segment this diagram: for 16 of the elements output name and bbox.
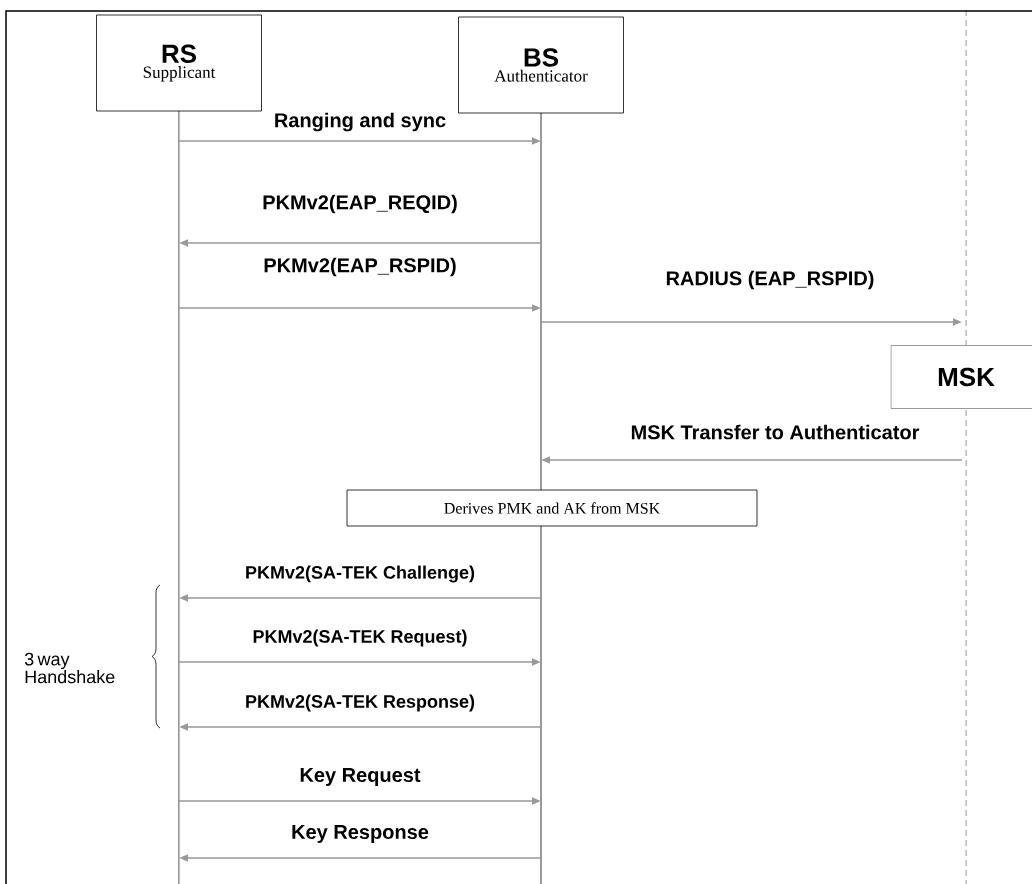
key-box: MSK xyxy=(890,345,1032,409)
node-label: MSK xyxy=(938,367,995,387)
edge-label: RADIUS (EAP_RSPID) xyxy=(664,269,876,291)
edge-label: PKMv2(SA-TEK Challenge) xyxy=(244,564,476,584)
edge-label: PKMv2(EAP_RSPID) xyxy=(262,256,458,278)
edge-label: Ranging and sync xyxy=(272,111,448,133)
edge-label: PKMv2(SA-TEK Response) xyxy=(244,693,477,713)
process-box: Derives PMK and AK from MSK xyxy=(346,489,758,527)
group-label: 3 way Handshake xyxy=(24,652,115,684)
edge-label: Key Response xyxy=(290,824,430,844)
edge-label: PKMv2(EAP_REQID) xyxy=(261,193,459,215)
actor-box: RS Supplicant xyxy=(96,14,262,112)
edge-label: PKMv2(SA-TEK Request) xyxy=(251,628,469,648)
edge-label: MSK Transfer to Authenticator xyxy=(629,423,921,441)
actor-box: BS Authenticator xyxy=(458,16,624,114)
edge-label: Key Request xyxy=(298,767,422,787)
